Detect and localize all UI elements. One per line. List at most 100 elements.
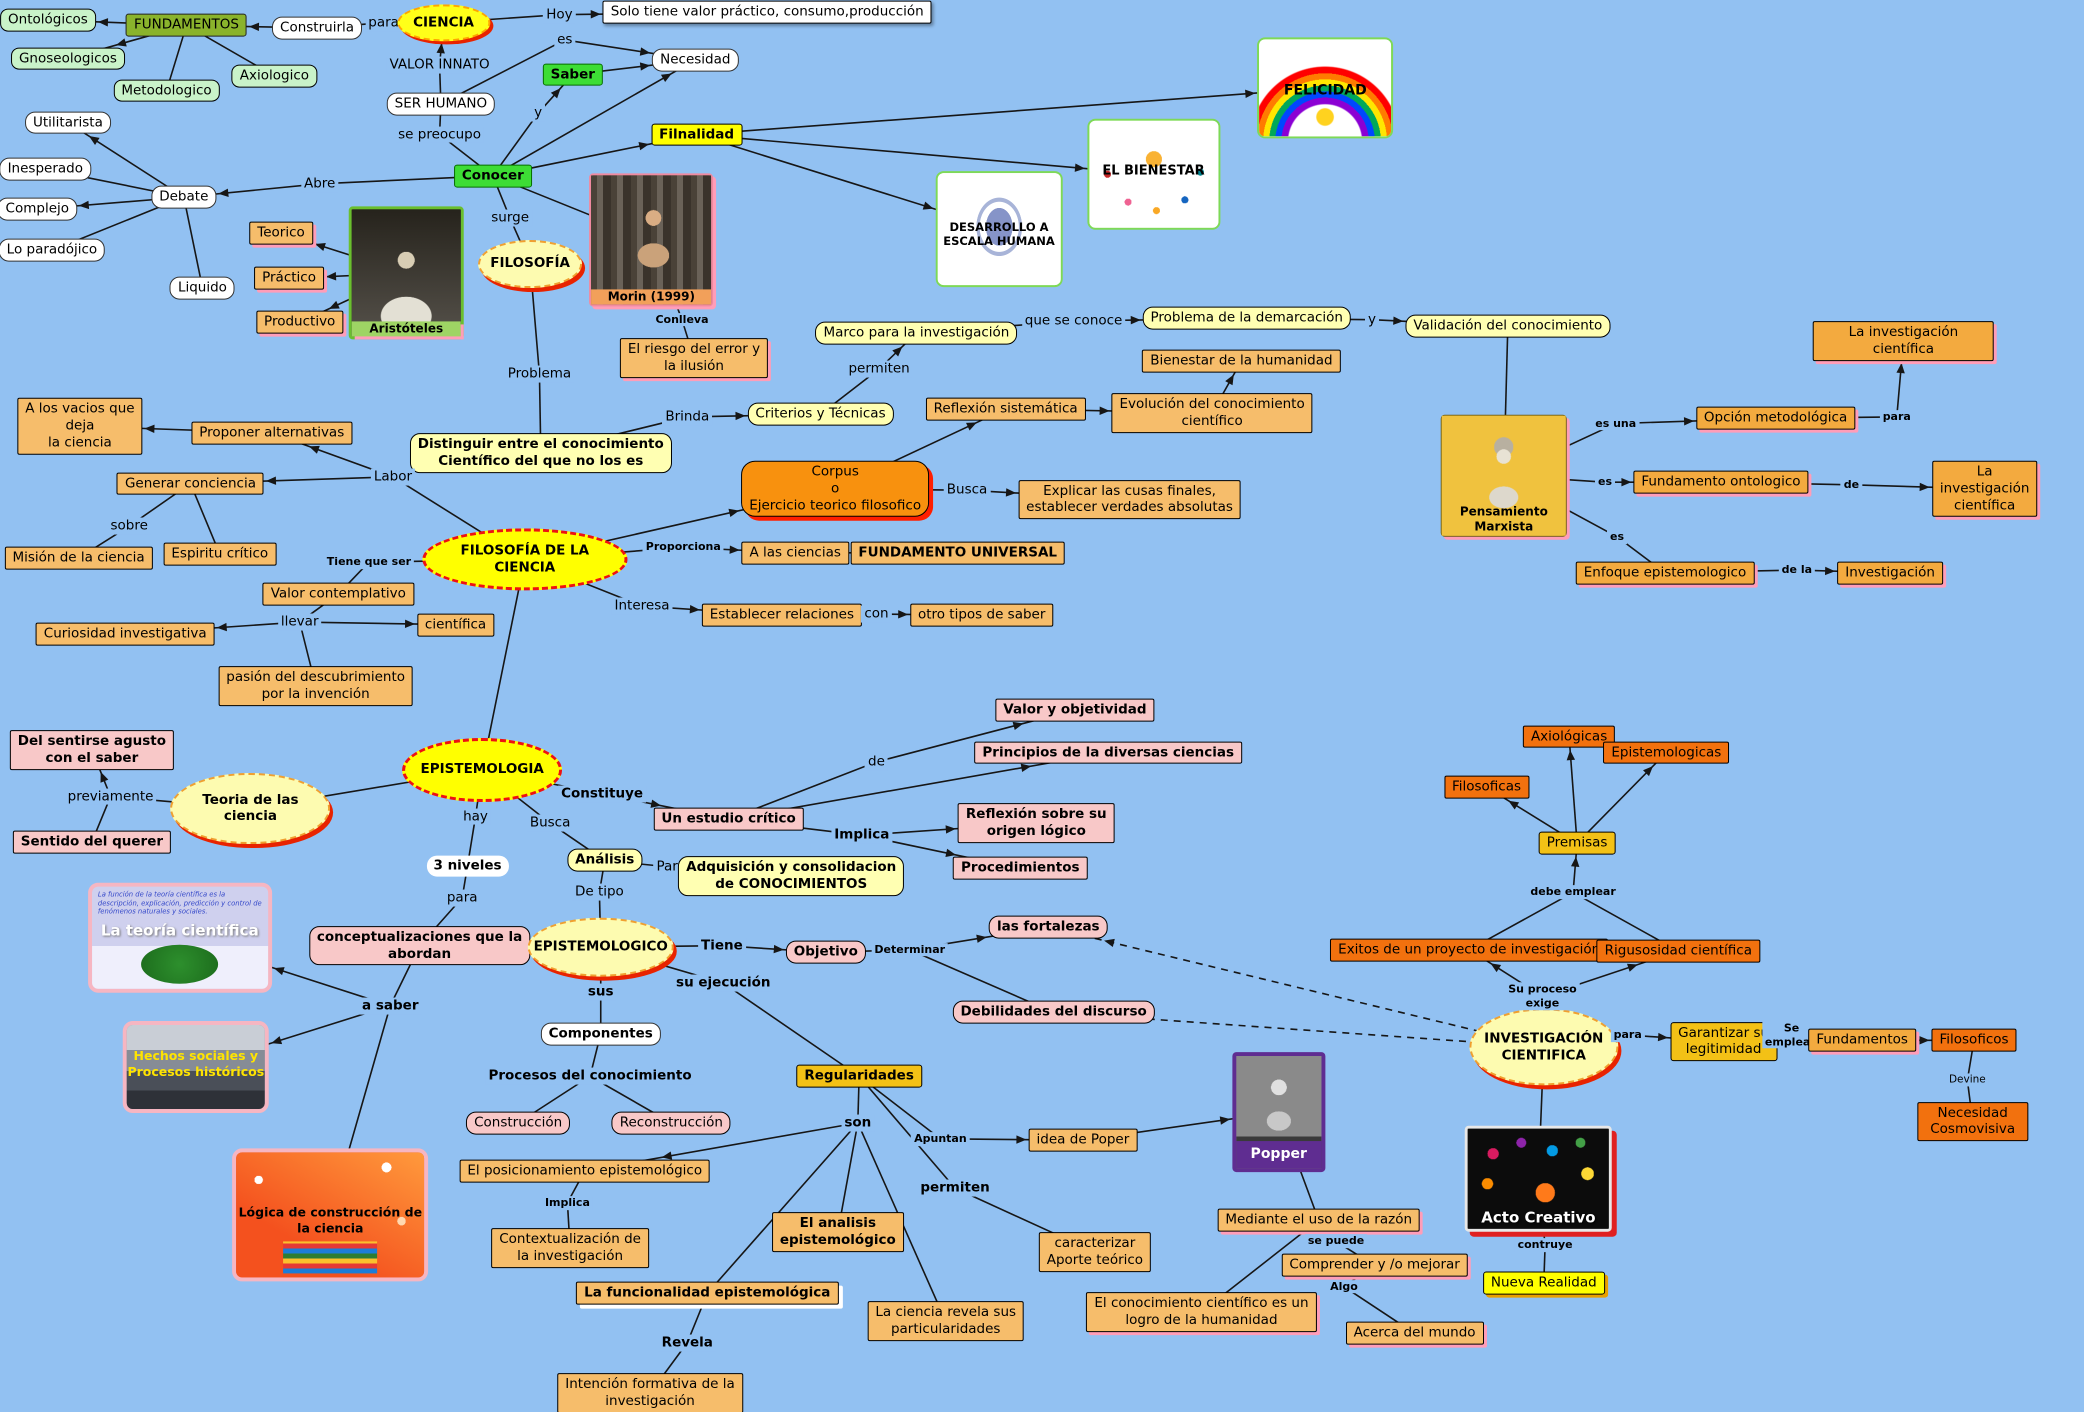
node-investigacion[interactable]: Investigación (1837, 561, 1943, 585)
node-regularidades[interactable]: Regularidades (796, 1064, 922, 1088)
node-adquisicion[interactable]: Adquisición y consolidacion de CONOCIMIE… (678, 856, 905, 897)
node-distinguir[interactable]: Distinguir entre el conocimiento Científ… (409, 433, 672, 473)
node-inv-cient1[interactable]: La investigación científica (1813, 321, 1994, 361)
node-enfoque[interactable]: Enfoque epistemologico (1575, 561, 1755, 585)
node-analisis[interactable]: Análisis (567, 849, 643, 872)
node-epistemologicas[interactable]: Epistemologicas (1603, 741, 1730, 765)
node-axiologicas[interactable]: Axiológicas (1522, 725, 1616, 749)
node-felicidad[interactable]: FELICIDAD (1257, 37, 1394, 139)
node-l-y2[interactable]: y (1364, 311, 1379, 329)
node-riesgo[interactable]: El riesgo del error y la ilusión (619, 338, 769, 379)
node-l-y1[interactable]: y (531, 104, 546, 122)
node-fdc[interactable]: FILOSOFÍA DE LA CIENCIA (422, 528, 628, 591)
node-l-se-preocupo[interactable]: se preocupo (395, 126, 484, 143)
node-desarrollo[interactable]: DESARROLLO A ESCALA HUMANA (935, 171, 1063, 288)
node-l-es-una[interactable]: es una (1592, 416, 1640, 431)
node-solo-valor[interactable]: Solo tiene valor práctico, consumo,produ… (602, 0, 932, 24)
node-ciencia[interactable]: CIENCIA (396, 4, 491, 42)
node-caracterizar[interactable]: caracterizar Aporte teórico (1038, 1232, 1152, 1272)
node-l-previamente[interactable]: previamente (64, 788, 157, 805)
node-contextualizacion[interactable]: Contextualización de la investigación (491, 1228, 649, 1268)
node-vacios[interactable]: A los vacios que deja la ciencia (17, 397, 143, 455)
node-l-busca2[interactable]: Busca (526, 814, 574, 832)
node-conocer[interactable]: Conocer (453, 164, 532, 188)
node-demarcacion[interactable]: Problema de la demarcación (1142, 306, 1351, 330)
node-conocimiento-logro[interactable]: El conocimiento científico es un logro d… (1086, 1292, 1317, 1332)
node-proponer[interactable]: Proponer alternativas (191, 421, 353, 445)
node-saber[interactable]: Saber (542, 63, 603, 87)
node-marco[interactable]: Marco para la investigación (815, 321, 1018, 345)
node-l-su-proceso[interactable]: Su proceso exige (1505, 982, 1580, 1011)
node-valor-obj[interactable]: Valor y objetividad (995, 698, 1155, 722)
node-l-es1[interactable]: es (554, 31, 576, 49)
node-axiologico[interactable]: Axiologico (231, 64, 318, 88)
node-generar[interactable]: Generar conciencia (116, 472, 264, 495)
node-l-se-puede[interactable]: se puede (1304, 1234, 1368, 1249)
node-debate[interactable]: Debate (151, 185, 217, 209)
node-ser-humano[interactable]: SER HUMANO (386, 92, 496, 116)
node-l-implica1[interactable]: Implica (831, 826, 893, 844)
node-inv-cientifica[interactable]: INVESTIGACIÓN CIENTIFICA (1469, 1008, 1619, 1086)
node-inv-cient2[interactable]: La investigación científica (1931, 460, 2038, 518)
node-necesidad-cosmo[interactable]: Necesidad Cosmovisiva (1917, 1101, 2029, 1142)
node-l-para1[interactable]: para (365, 14, 402, 32)
node-l-contruye[interactable]: contruye (1514, 1238, 1576, 1253)
node-fundamentos2[interactable]: Fundamentos (1808, 1028, 1916, 1052)
node-l-hay[interactable]: hay (460, 808, 491, 825)
node-filosoficas[interactable]: Filosoficas (1443, 775, 1530, 799)
node-aristoteles[interactable]: Aristóteles (348, 206, 464, 340)
node-l-algo[interactable]: Algo (1327, 1279, 1361, 1294)
node-l-problema[interactable]: Problema (504, 365, 575, 383)
node-l-busca1[interactable]: Busca (943, 481, 991, 499)
node-l-tiene-que-ser[interactable]: Tiene que ser (323, 555, 415, 569)
node-otros-saber[interactable]: otro tipos de saber (909, 603, 1054, 627)
node-l-procesos[interactable]: Procesos del conocimiento (485, 1067, 695, 1085)
node-niveles[interactable]: 3 niveles (426, 855, 509, 877)
node-marx[interactable]: Pensamiento Marxista (1440, 414, 1568, 537)
node-validacion[interactable]: Validación del conocimiento (1405, 314, 1611, 338)
node-funcionalidad[interactable]: La funcionalidad epistemológica (576, 1281, 839, 1305)
node-l-surge[interactable]: surge (488, 210, 533, 227)
node-ontologicos[interactable]: Ontológicos (0, 8, 96, 32)
node-construccion[interactable]: Construcción (466, 1111, 571, 1135)
node-liquido[interactable]: Liquido (169, 276, 235, 300)
node-l-permiten2[interactable]: permiten (917, 1179, 993, 1197)
node-epistemologico[interactable]: EPISTEMOLOGICO (527, 917, 674, 977)
node-epistemologia[interactable]: EPISTEMOLOGIA (402, 737, 563, 802)
node-inesperado[interactable]: Inesperado (0, 157, 91, 181)
node-utilitarista[interactable]: Utilitarista (24, 111, 111, 134)
node-fund-universal[interactable]: FUNDAMENTO UNIVERSAL (850, 541, 1066, 565)
node-necesidad[interactable]: Necesidad (652, 48, 739, 72)
node-exitos[interactable]: Exitos de un proyecto de investigación (1330, 938, 1609, 962)
node-l-para4[interactable]: para (443, 889, 481, 907)
node-l-constituye[interactable]: Constituye (558, 785, 647, 803)
node-evolucion[interactable]: Evolución del conocimiento científico (1111, 393, 1313, 433)
node-l-brinda[interactable]: Brinda (662, 408, 713, 426)
node-espiritu[interactable]: Espiritu crítico (163, 542, 277, 566)
node-l-de-la[interactable]: de la (1778, 563, 1816, 577)
node-l-revela[interactable]: Revela (658, 1334, 716, 1352)
node-l-es3[interactable]: es (1607, 529, 1628, 544)
node-logica-img[interactable]: Lógica de construcción de la ciencia (232, 1148, 429, 1282)
node-gnoseologicos[interactable]: Gnoseologicos (10, 47, 125, 71)
node-l-debe-emplear[interactable]: debe emplear (1527, 885, 1619, 900)
node-l-con[interactable]: con (861, 605, 892, 623)
node-establecer[interactable]: Establecer relaciones (701, 603, 862, 627)
node-practico[interactable]: Práctico (254, 266, 324, 290)
node-principios[interactable]: Principios de la diversas ciencias (974, 741, 1243, 765)
node-acerca[interactable]: Acerca del mundo (1345, 1321, 1484, 1345)
node-l-tiene[interactable]: Tiene (698, 937, 746, 955)
node-reconstruccion[interactable]: Reconstrucción (611, 1111, 731, 1135)
node-premisas[interactable]: Premisas (1538, 831, 1616, 855)
node-idea-poper[interactable]: idea de Poper (1028, 1128, 1138, 1152)
node-sentirse[interactable]: Del sentirse agusto con el saber (9, 730, 175, 770)
node-filnalidad[interactable]: Filnalidad (651, 123, 743, 146)
node-l-devine[interactable]: Devine (1945, 1073, 1989, 1087)
node-componentes[interactable]: Componentes (540, 1022, 661, 1046)
node-popper-img[interactable]: Popper (1232, 1052, 1326, 1173)
node-filosoficos[interactable]: Filosoficos (1931, 1028, 2017, 1052)
node-criterios[interactable]: Criterios y Técnicas (747, 402, 894, 426)
node-morin[interactable]: Morin (1999) (589, 173, 714, 307)
node-l-apuntan[interactable]: Apuntan (911, 1131, 970, 1146)
